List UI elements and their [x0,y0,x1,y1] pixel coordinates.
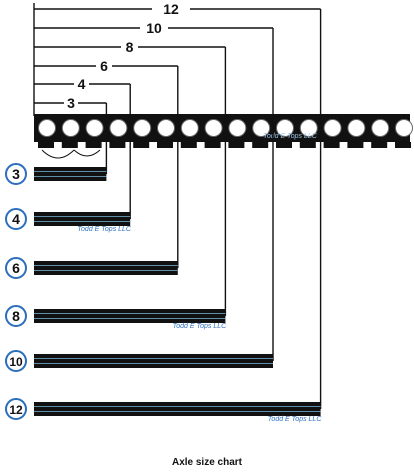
dimension-label-12: 12 [163,1,179,17]
axle-watermark-8: Todd E Tops LLC [173,323,228,330]
rail-hole [371,119,390,137]
dimension-label-6: 6 [100,58,108,74]
rail-tooth [38,142,54,148]
size-badge-3 [5,163,27,185]
size-badge-4 [5,208,27,230]
rail-tooth [252,142,269,148]
size-badge-12 [5,398,27,420]
rail-hole [109,119,128,137]
rail-tooth [204,142,221,148]
size-badge-label-4: 4 [12,211,20,227]
size-badge-label-6: 6 [12,260,20,276]
rail-hole [276,119,294,137]
rail-hole [299,119,318,137]
rail-tooth [323,142,340,148]
rail-hole [323,119,342,137]
rail-tooth [276,142,292,148]
size-badge-label-8: 8 [12,308,20,324]
axle-8 [34,309,226,323]
rail-hole [395,119,413,137]
spacing-arc [41,149,101,159]
size-badge-label-10: 10 [9,355,23,369]
rail-tooth [228,142,245,148]
axle-3 [34,167,107,181]
rail-tooth [371,142,388,148]
rail-tooth [395,142,411,148]
rail-tooth [157,142,173,148]
dimension-label-3: 3 [67,95,75,111]
rail-tooth [61,142,78,148]
size-badge-8 [5,305,27,327]
rail-tooth [85,142,102,148]
axle-10 [34,354,273,368]
axle-watermark-12: Todd E Tops LLC [268,416,323,423]
dimension-label-8: 8 [126,39,134,55]
rail-hole [38,119,56,137]
axle-6 [34,261,178,275]
axle-watermark-4: Todd E Tops LLC [77,226,132,233]
size-badge-label-3: 3 [12,166,20,182]
dimension-label-4: 4 [78,76,86,92]
axle-12 [34,402,321,416]
size-badge-10 [5,350,27,372]
rail-tooth [109,142,126,148]
rail-watermark: Todd E Tops LLC [263,133,318,140]
rail-hole [85,119,104,137]
rail-tooth [133,142,150,148]
rail-tooth [347,142,364,148]
rail-tooth [299,142,316,148]
rail-hole [133,119,152,137]
axle-4 [34,212,131,226]
rail-hole [252,119,271,137]
rail-hole [157,119,175,137]
rail-hole [61,119,80,137]
rail-hole [180,119,199,137]
size-badge-6 [5,257,27,279]
dimension-label-10: 10 [146,20,162,36]
chart-caption: Axle size chart [171,457,243,468]
rail-hole [204,119,223,137]
rail-hole [228,119,247,137]
rail-hole [347,119,366,137]
size-badge-label-12: 12 [9,403,23,417]
rail-tooth [180,142,197,148]
